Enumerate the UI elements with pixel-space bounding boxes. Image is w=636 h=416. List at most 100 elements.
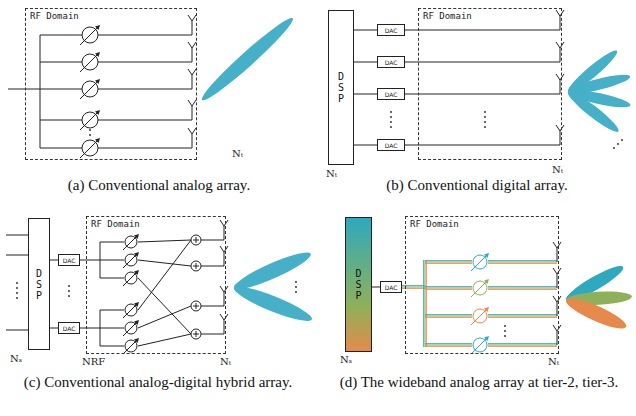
domain-label: RF Domain: [410, 219, 459, 229]
wideband-wire: [425, 260, 472, 261]
wideband-wire: [488, 263, 557, 264]
phase-shifter-arrow: [80, 81, 98, 99]
antenna-element: [224, 252, 225, 266]
phase-shifter-arrowhead: [484, 307, 489, 312]
phase-shifter-arrowhead: [484, 253, 489, 258]
wideband-wire: [488, 343, 557, 344]
wire: [405, 145, 560, 146]
phase-shifter-arrowhead: [95, 79, 100, 84]
ellipsis-dot: [484, 116, 486, 118]
phase-shifter-arrow: [123, 304, 137, 318]
phase-shifter-arrow: [80, 27, 98, 45]
block-label: DSP: [354, 268, 364, 301]
antenna-element: [224, 246, 228, 252]
phase-shifter-arrowhead: [95, 138, 100, 143]
signal-line: [354, 30, 377, 31]
antenna-element: [220, 246, 224, 252]
phase-shifter-arrow: [80, 54, 98, 72]
dimension-label: Nₛ: [10, 353, 22, 364]
wire: [100, 278, 124, 279]
wideband-wire: [488, 345, 557, 346]
dac-box: DAC: [377, 56, 405, 68]
phase-shifter-arrowhead: [134, 234, 139, 239]
antenna-element: [220, 286, 224, 292]
antenna-element: [192, 128, 196, 134]
ellipsis-dot: [484, 121, 486, 123]
phase-shifter-arrow: [80, 112, 98, 130]
wire: [138, 240, 191, 242]
wire: [40, 62, 82, 63]
phase-shifter-arrowhead: [484, 336, 489, 341]
wideband-wire: [423, 260, 424, 347]
ellipsis-dot: [16, 297, 18, 299]
wideband-wire: [425, 289, 472, 290]
antenna-element: [188, 128, 192, 134]
phase-shifter-arrowhead: [134, 252, 139, 257]
block-label: DAC: [385, 27, 398, 34]
antenna-element: [560, 74, 564, 80]
rf-domain-box: RF Domain: [418, 8, 562, 160]
wire: [8, 89, 40, 90]
wideband-wire: [425, 288, 472, 289]
phase-shifter-arrowhead: [134, 302, 139, 307]
wire: [138, 240, 191, 310]
block-label: DAC: [385, 91, 398, 98]
antenna-element: [557, 268, 561, 274]
ellipsis-dot: [621, 139, 623, 141]
wideband-wire: [488, 316, 557, 317]
antenna-element: [188, 100, 192, 106]
antenna-element: [192, 134, 193, 148]
phase-shifter-arrowhead: [134, 338, 139, 343]
dimension-label: Nₜ: [220, 356, 231, 367]
ellipsis-dot: [89, 129, 91, 131]
antenna-element: [192, 100, 196, 106]
signal-line: [354, 94, 377, 95]
combiner-plus: [196, 237, 197, 243]
wire: [100, 346, 124, 347]
antenna-element: [192, 15, 196, 21]
block-label: DAC: [385, 59, 398, 66]
phase-shifter-arrow: [471, 255, 487, 271]
ellipsis-dot: [504, 330, 506, 332]
wire: [6, 330, 28, 331]
wire: [405, 30, 560, 31]
antenna-element: [553, 325, 557, 331]
domain-label: RF Domain: [91, 219, 140, 229]
subfigure-caption: (b) Conventional digital array.: [318, 177, 636, 194]
wire: [98, 89, 192, 90]
antenna-element: [224, 292, 225, 306]
dsp-box: DSP: [345, 217, 372, 352]
dac-box: DAC: [377, 88, 405, 100]
phase-shifter-arrow: [123, 254, 137, 268]
subfigure-caption: (d) The wideband analog array at tier-2,…: [326, 374, 632, 391]
ellipsis-dot: [390, 126, 392, 128]
ellipsis-dot: [484, 126, 486, 128]
phase-shifter-arrow: [123, 340, 137, 354]
antenna-element: [557, 242, 561, 248]
ellipsis-dot: [68, 295, 70, 297]
wire: [98, 148, 192, 149]
wideband-wire: [488, 288, 557, 289]
ellipsis-dot: [68, 290, 70, 292]
wideband-wire: [425, 316, 472, 317]
antenna-element: [224, 226, 225, 240]
ellipsis-dot: [16, 282, 18, 284]
wire: [138, 306, 191, 328]
wire: [138, 260, 191, 266]
block-label: DAC: [63, 257, 76, 264]
block-label: DSP: [336, 71, 346, 104]
wire: [138, 278, 191, 334]
combiner-plus: [196, 331, 197, 337]
wire: [201, 266, 224, 267]
beam-lobe: [565, 88, 622, 136]
ellipsis-dot: [390, 121, 392, 123]
dsp-box: DSP: [328, 10, 354, 165]
wideband-wire: [425, 286, 472, 287]
antenna-element: [553, 296, 557, 302]
wideband-wire: [425, 260, 426, 347]
phase-shifter-arrowhead: [134, 270, 139, 275]
combiner: [191, 261, 201, 271]
block-label: DAC: [385, 284, 398, 291]
beam-lobe: [231, 281, 315, 326]
antenna-element: [192, 21, 193, 35]
